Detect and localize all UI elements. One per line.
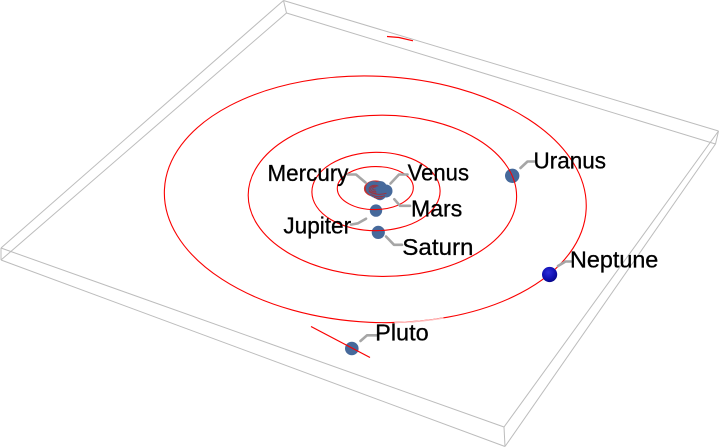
svg-text:Mercury: Mercury <box>268 160 349 186</box>
svg-text:Mars: Mars <box>411 196 462 222</box>
svg-text:Uranus: Uranus <box>534 148 607 174</box>
svg-text:Neptune: Neptune <box>570 247 658 273</box>
svg-text:Jupiter: Jupiter <box>283 212 351 238</box>
svg-text:Saturn: Saturn <box>402 234 473 260</box>
svg-text:Venus: Venus <box>408 160 469 186</box>
svg-text:Pluto: Pluto <box>375 320 429 346</box>
